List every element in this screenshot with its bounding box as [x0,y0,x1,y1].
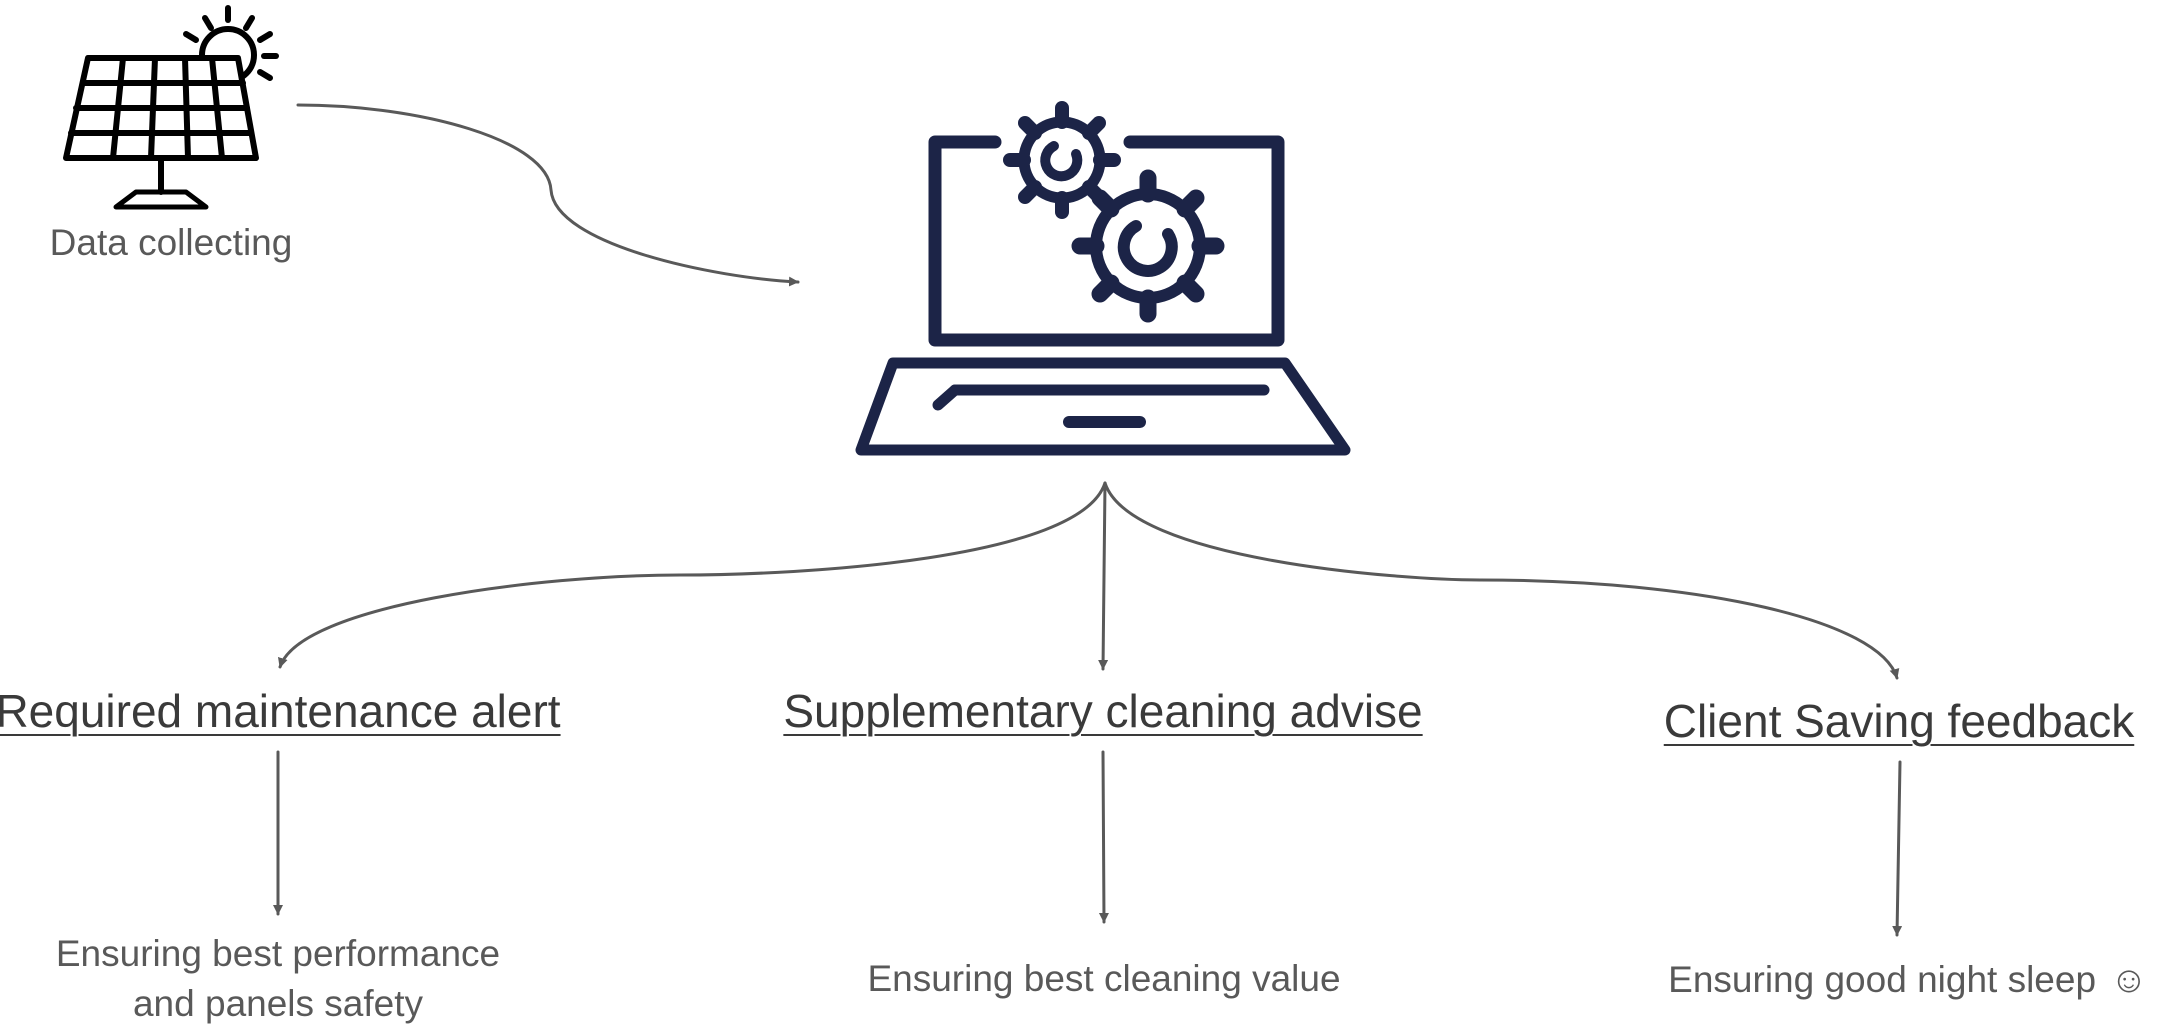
maintenance-alert-title: Required maintenance alert [0,685,561,737]
connector-source-to-processor [296,103,800,287]
laptop-gears-icon [855,101,1351,456]
solar-panel-icon [63,5,279,210]
cleaning-advise-title: Supplementary cleaning advise [783,685,1423,737]
connector-processor-to-output-3 [1103,481,1900,680]
client-saving-title: Client Saving feedback [1663,695,2135,747]
performance-benefit-line-1: Ensuring best performance [55,933,501,974]
performance-benefit-line-2: and panels safety [132,983,424,1024]
data-collecting-label: Data collecting [49,222,293,263]
smiley-icon: ☺ [2110,959,2148,1000]
connector-output-2-to-benefit [1098,750,1109,924]
connector-processor-to-output-2 [1098,481,1109,671]
sleep-benefit-text: Ensuring good night sleep [1668,959,2097,1000]
cleaning-benefit: Ensuring best cleaning value [867,958,1341,999]
connector-output-3-to-benefit [1892,760,1903,937]
connector-processor-to-output-1 [278,481,1107,669]
sleep-benefit: Ensuring good night sleep ☺ [1668,958,2148,1002]
